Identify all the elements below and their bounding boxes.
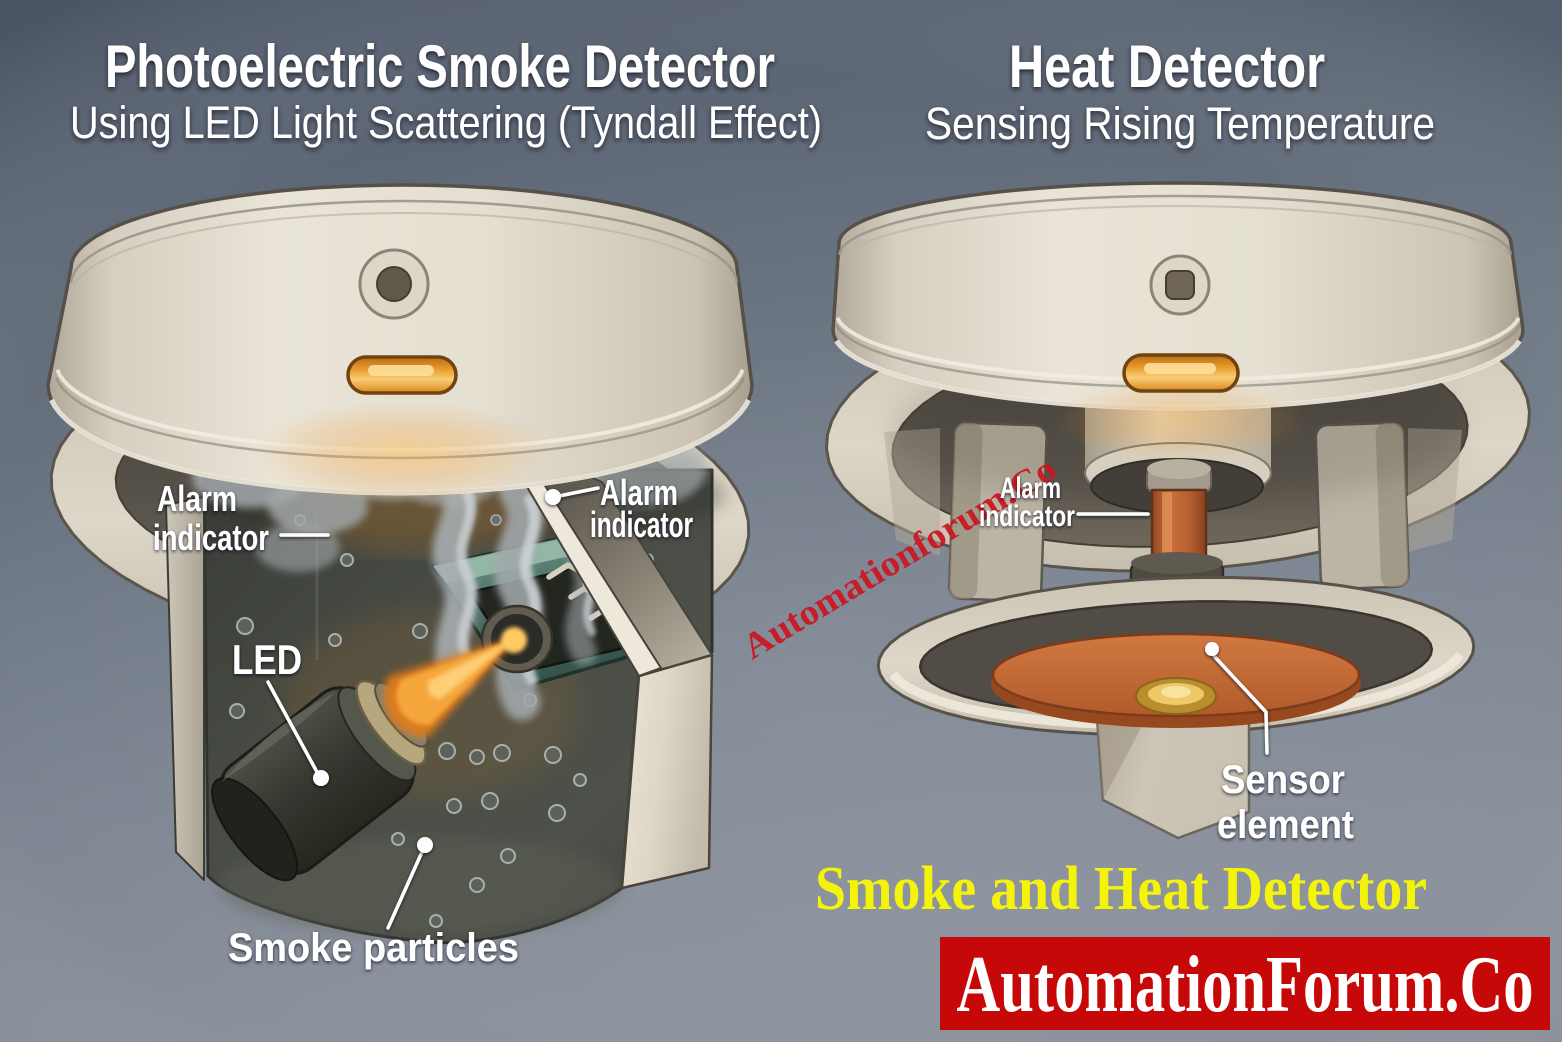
svg-text:Alarm: Alarm	[600, 472, 678, 513]
svg-text:indicator: indicator	[590, 504, 693, 545]
svg-text:Photoelectric Smoke Detector: Photoelectric Smoke Detector	[105, 33, 775, 100]
svg-text:Heat Detector: Heat Detector	[1009, 33, 1325, 100]
svg-text:indicator: indicator	[153, 517, 269, 558]
svg-text:indicator: indicator	[979, 500, 1075, 533]
svg-text:Sensor: Sensor	[1221, 758, 1345, 802]
svg-text:Sensing Rising Temperature: Sensing Rising Temperature	[925, 98, 1435, 149]
svg-text:LED: LED	[232, 636, 302, 683]
svg-text:element: element	[1217, 803, 1354, 847]
svg-text:Smoke and Heat Detector: Smoke and Heat Detector	[815, 855, 1427, 923]
svg-text:AutomationForum.Co: AutomationForum.Co	[957, 941, 1534, 1029]
svg-text:Using LED Light Scattering (Ty: Using LED Light Scattering (Tyndall Effe…	[70, 97, 822, 148]
svg-text:Alarm: Alarm	[157, 478, 237, 519]
svg-text:Smoke particles: Smoke particles	[228, 926, 519, 970]
svg-text:Alarm: Alarm	[1000, 472, 1061, 505]
